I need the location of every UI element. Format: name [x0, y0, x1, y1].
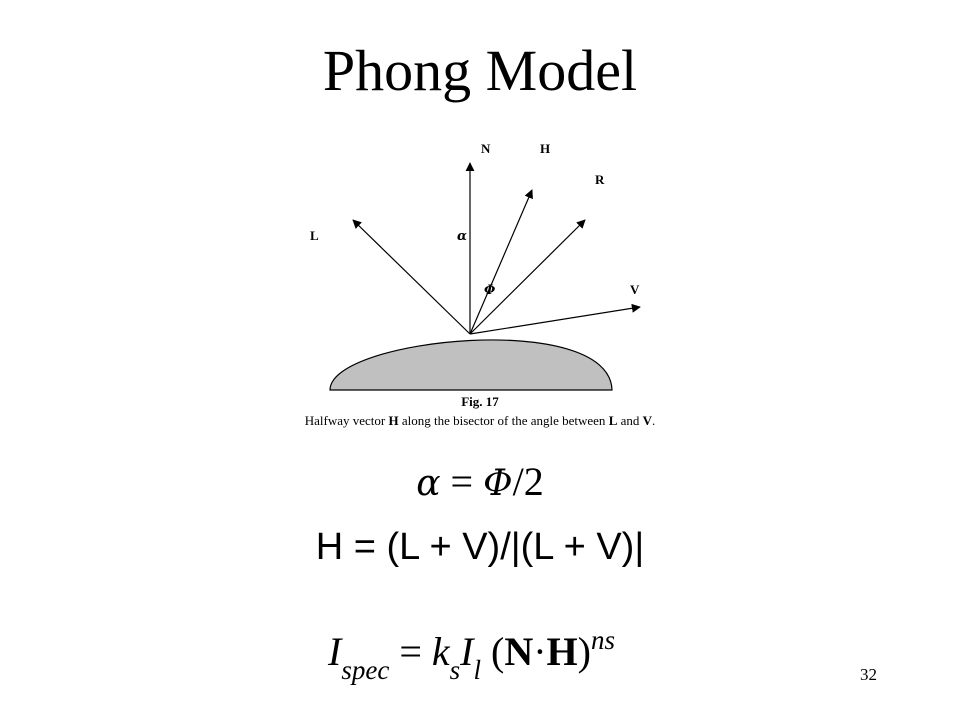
- label-alpha: α: [457, 229, 467, 244]
- equation-halfway-vector: H = (L + V)/|(L + V)|: [315, 526, 645, 568]
- label-n: N: [481, 141, 491, 156]
- surface-shape: [329, 339, 613, 391]
- vector-l-arrow: [352, 219, 471, 335]
- figure-caption: Halfway vector H along the bisector of t…: [304, 413, 656, 428]
- label-l: L: [310, 228, 319, 243]
- label-v: V: [630, 282, 640, 297]
- equation-alpha: α = Φ/2: [416, 459, 544, 504]
- page-number: 32: [860, 665, 877, 684]
- figure-label: Fig. 17: [461, 394, 499, 409]
- label-h: H: [540, 141, 550, 156]
- vector-r-arrow: [469, 219, 586, 335]
- vector-v-arrow: [469, 303, 641, 335]
- slide-title: Phong Model: [322, 38, 638, 103]
- vector-h-arrow: [469, 189, 533, 335]
- equation-specular: Ispec = ksIl (N·H)ns: [328, 625, 616, 685]
- label-phi: Φ: [484, 283, 496, 298]
- label-r: R: [595, 172, 605, 187]
